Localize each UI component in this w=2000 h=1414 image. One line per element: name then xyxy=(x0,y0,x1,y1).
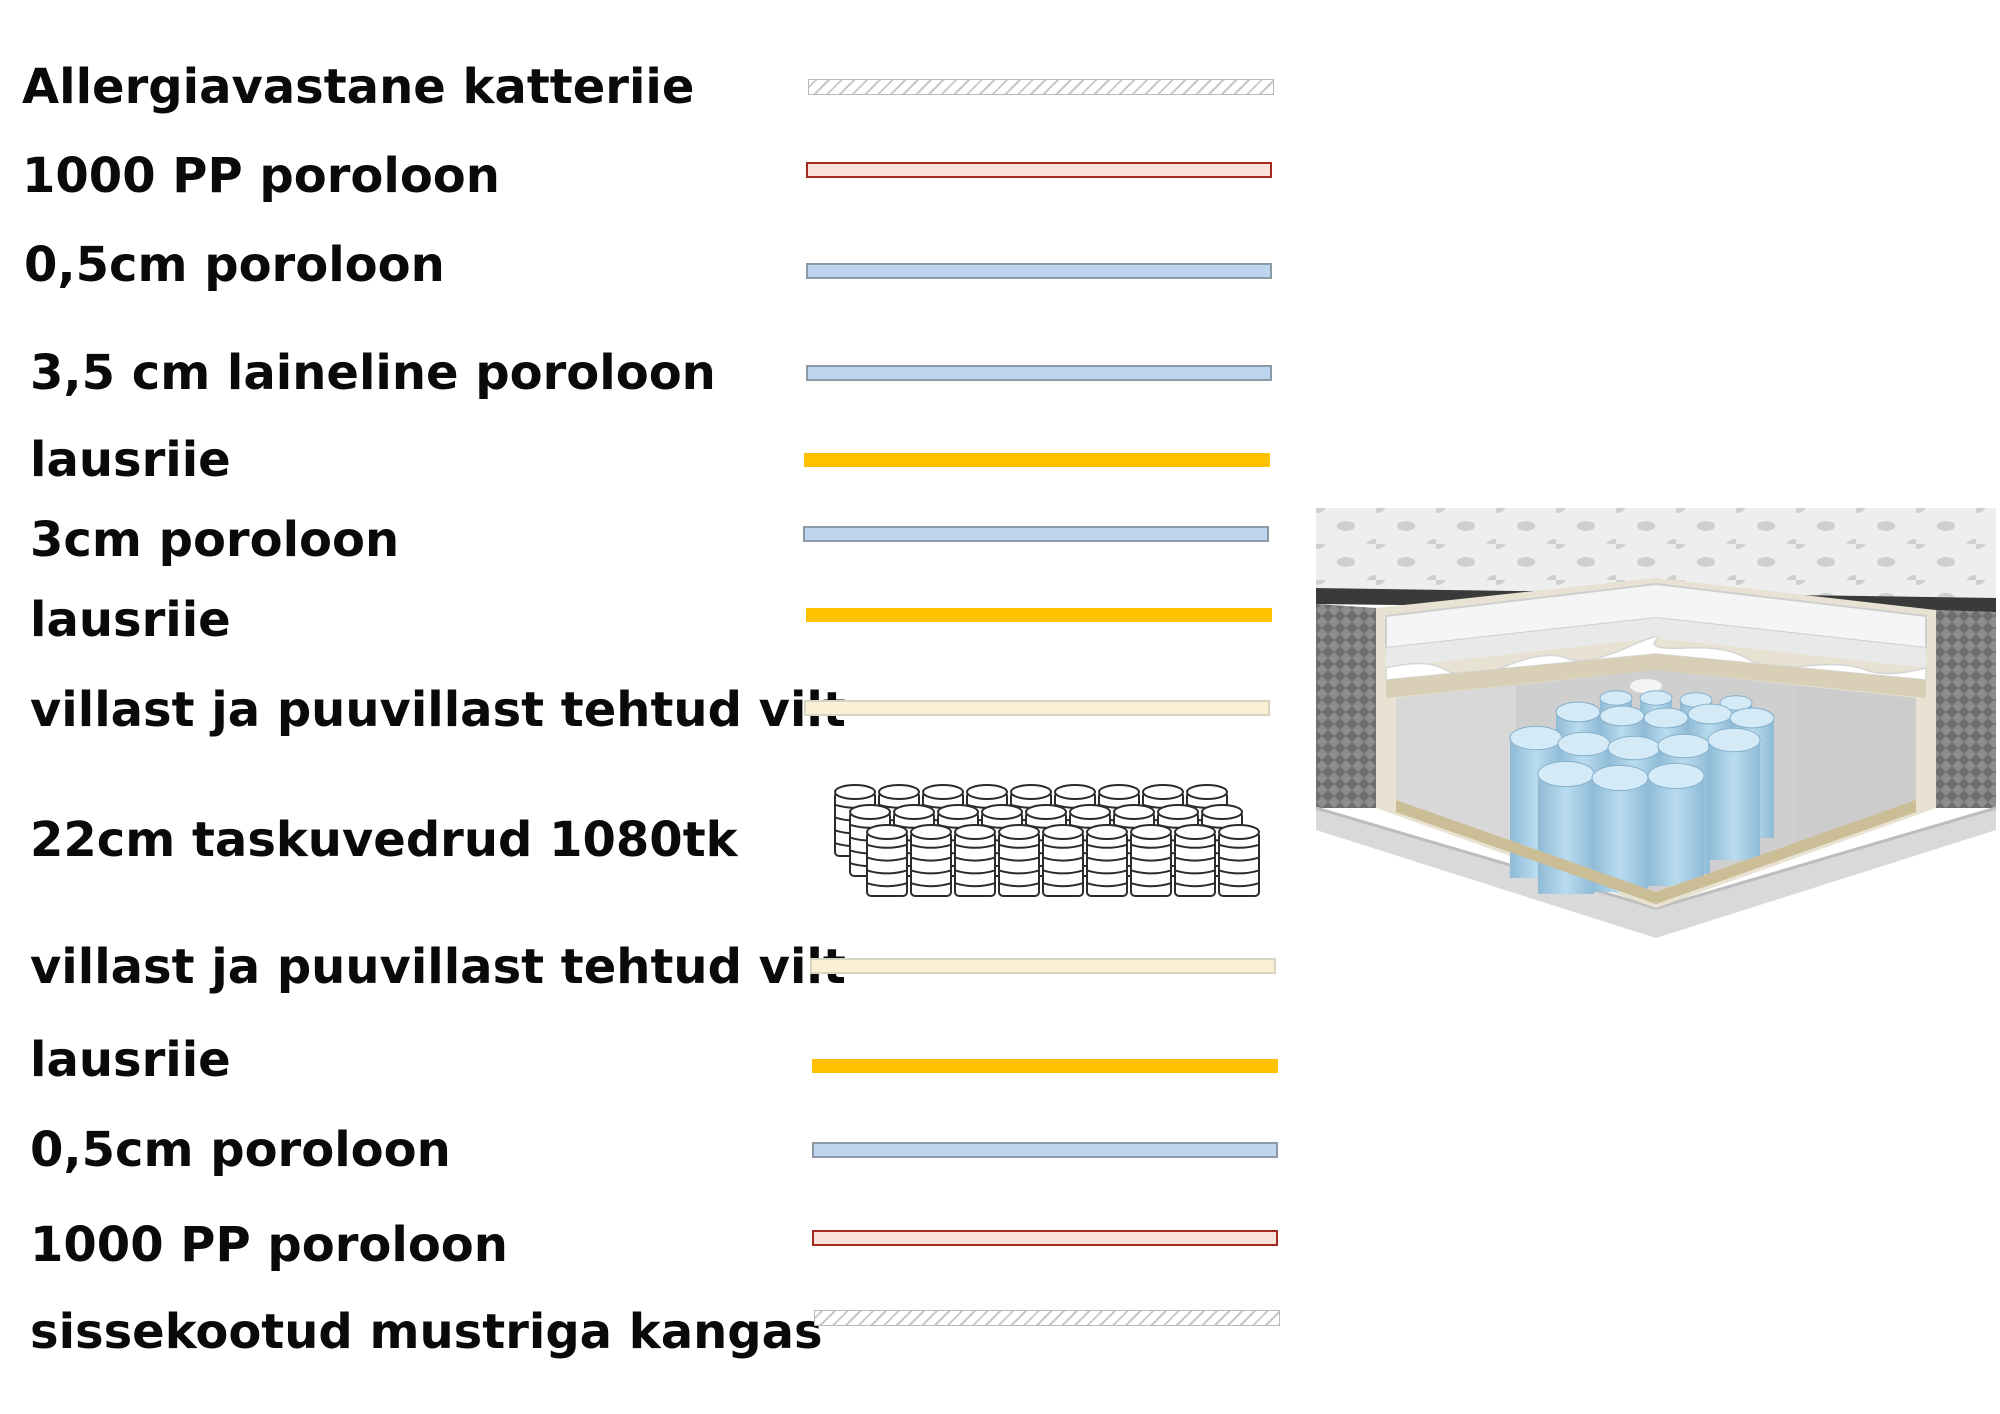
layer-strip-foam-05-top xyxy=(806,263,1272,279)
layer-strip-felt-top xyxy=(804,700,1270,716)
layer-strip-knit-top xyxy=(808,79,1274,95)
layer-strip-nonwoven-2 xyxy=(806,608,1272,622)
layer-label-11: lausriie xyxy=(30,1032,231,1088)
layer-label-4: 3,5 cm laineline poroloon xyxy=(30,345,716,401)
layer-strip-knit-bottom xyxy=(814,1310,1280,1326)
layer-strip-felt-bottom xyxy=(810,958,1276,974)
layer-label-14: sissekootud mustriga kangas xyxy=(30,1304,823,1360)
layer-label-2: 1000 PP poroloon xyxy=(22,148,500,204)
pocket-springs-icon xyxy=(834,784,1260,897)
layer-strip-foam-3cm xyxy=(803,526,1269,542)
layer-strip-foam-05-bottom xyxy=(812,1142,1278,1158)
layer-strip-nonwoven-3 xyxy=(812,1059,1278,1073)
layer-label-5: lausriie xyxy=(30,432,231,488)
layer-label-6: 3cm poroloon xyxy=(30,512,400,568)
layer-strip-pp-foam-top xyxy=(806,162,1272,178)
layer-strip-pp-foam-bottom xyxy=(812,1230,1278,1246)
layer-label-12: 0,5cm poroloon xyxy=(30,1122,451,1178)
layer-label-13: 1000 PP poroloon xyxy=(30,1217,508,1273)
layer-label-7: lausriie xyxy=(30,592,231,648)
layer-strip-nonwoven-1 xyxy=(804,453,1270,467)
layer-label-3: 0,5cm poroloon xyxy=(24,237,445,293)
layer-strip-wave-foam xyxy=(806,365,1272,381)
mattress-cutaway-image xyxy=(1316,508,1996,938)
layer-label-1: Allergiavastane katteriie xyxy=(22,59,695,115)
layer-label-9: 22cm taskuvedrud 1080tk xyxy=(30,812,738,868)
layer-label-8: villast ja puuvillast tehtud vilt xyxy=(30,682,846,738)
layer-label-10: villast ja puuvillast tehtud vilt xyxy=(30,939,846,995)
